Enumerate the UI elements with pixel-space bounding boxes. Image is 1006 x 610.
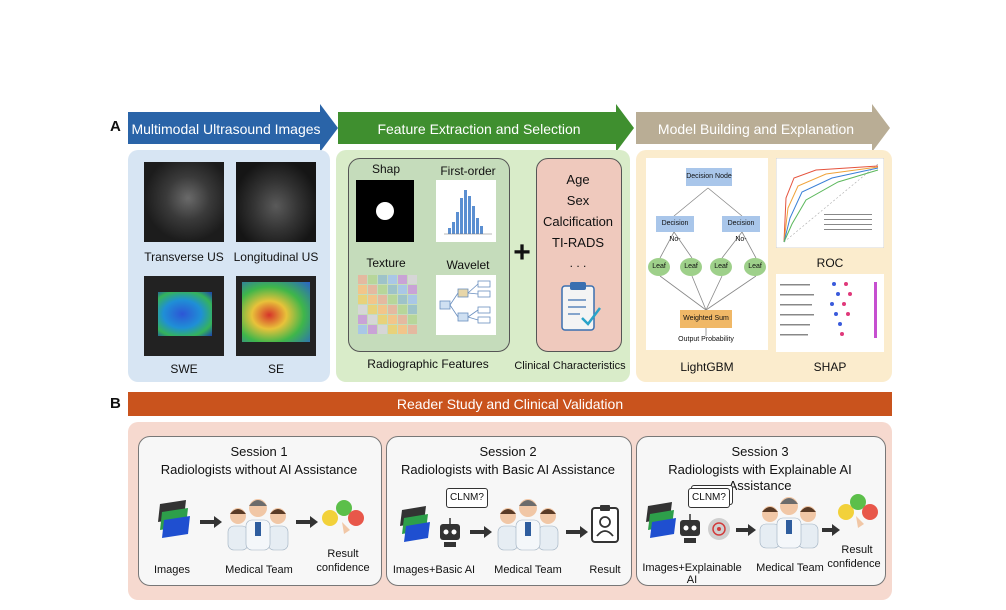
- session-3-bubble: CLNM?: [688, 488, 730, 508]
- decision-node: Decision Node: [686, 168, 732, 186]
- arrow-icon: [470, 526, 492, 538]
- roc-plot: [776, 158, 884, 248]
- image-stack-icon: [400, 506, 430, 542]
- step1-title: Multimodal Ultrasound Images: [131, 121, 321, 137]
- plus-sign: +: [513, 236, 531, 269]
- leaf-4: Leaf: [744, 258, 766, 276]
- transverse-us-image: [144, 162, 224, 242]
- us-label-transverse: Transverse US: [144, 250, 224, 264]
- session-2-bubble: CLNM?: [446, 488, 488, 508]
- decision-left: Decision No-: [656, 216, 694, 243]
- texture-label: Texture: [366, 256, 406, 270]
- output-probability: Output Probability: [678, 336, 734, 343]
- session-2-title: Session 2: [479, 444, 537, 459]
- session-3-result-2: confidence: [827, 558, 881, 570]
- step1-arrow: [128, 104, 338, 152]
- session-1-team: Medical Team: [225, 564, 293, 576]
- session-3-title: Session 3: [731, 444, 789, 459]
- shap-plot: [776, 274, 884, 352]
- session-3-input: Images+Explainable AI: [642, 562, 742, 586]
- leaf-1: Leaf: [648, 258, 670, 276]
- us-label-se: SE: [267, 362, 284, 376]
- arrow-icon: [736, 524, 756, 536]
- brain-target-icon: [708, 518, 730, 540]
- arrow-banners: [128, 104, 890, 152]
- roc-caption: ROC: [816, 256, 844, 270]
- shap-label: Shap: [371, 162, 401, 176]
- medical-team-icon: [497, 499, 559, 551]
- arrow-icon: [822, 524, 840, 536]
- confidence-faces-icon: [322, 500, 364, 534]
- histogram-chart: [436, 180, 496, 242]
- weighted-sum-node: Weighted Sum: [680, 310, 732, 328]
- clinical-item-ellipsis: . . .: [569, 256, 587, 270]
- clipboard-icon: [561, 282, 601, 331]
- session-1-result: Result: [327, 548, 359, 560]
- arrow-icon: [200, 516, 222, 528]
- decision-right: Decision No-: [722, 216, 760, 243]
- leaf-3: Leaf: [710, 258, 732, 276]
- session-1-subtitle: Radiologists without AI Assistance: [160, 462, 358, 477]
- us-label-longitudinal: Longitudinal US: [233, 250, 319, 264]
- clinical-item-calcification: Calcification: [542, 214, 614, 229]
- robot-icon: [440, 518, 460, 547]
- image-stack-icon: [646, 502, 676, 538]
- swe-image: [144, 276, 224, 356]
- wavelet-label: Wavelet: [446, 258, 490, 272]
- session-3-team: Medical Team: [756, 562, 824, 574]
- first-order-label: First-order: [440, 164, 496, 178]
- session-3-subtitle: Radiologists with Explainable AI Assista…: [668, 462, 852, 493]
- session-1-input: Images: [153, 564, 191, 576]
- step2-arrow: [338, 104, 634, 152]
- shape-mask-image: [356, 180, 414, 242]
- confidence-faces-icon: [838, 494, 878, 528]
- session-1-result-2: confidence: [316, 562, 370, 574]
- lightgbm-edges: [659, 187, 757, 336]
- longitudinal-us-image: [236, 162, 316, 242]
- section-a-letter: A: [110, 118, 121, 135]
- section-b-banner: [128, 392, 892, 416]
- step3-title: Model Building and Explanation: [657, 121, 855, 137]
- radiographic-caption: Radiographic Features: [367, 357, 489, 371]
- leaf-2: Leaf: [680, 258, 702, 276]
- arrow-icon: [296, 516, 318, 528]
- id-card-icon: [591, 505, 619, 543]
- robot-icon: [680, 514, 700, 543]
- clinical-item-tirads: TI-RADS: [552, 235, 604, 250]
- shap-caption: SHAP: [813, 360, 847, 374]
- session-3-result: Result: [841, 544, 873, 556]
- session-2-team: Medical Team: [494, 564, 562, 576]
- clinical-item-sex: Sex: [566, 193, 590, 208]
- arrow-icon: [566, 526, 588, 538]
- lightgbm-caption: LightGBM: [680, 360, 734, 374]
- medical-team-icon: [227, 499, 289, 551]
- se-image: [236, 276, 316, 356]
- wavelet-diagram: [436, 275, 496, 335]
- clinical-caption: Clinical Characteristics: [514, 360, 626, 372]
- session-2-result: Result: [589, 564, 621, 576]
- step3-arrow: [636, 104, 890, 152]
- session-1-title: Session 1: [230, 444, 288, 459]
- medical-team-icon: [759, 497, 819, 549]
- clinical-item-age: Age: [566, 172, 590, 187]
- section-b-letter: B: [110, 395, 121, 412]
- step2-title: Feature Extraction and Selection: [377, 121, 581, 137]
- texture-grid: [358, 275, 417, 334]
- session-2-input: Images+Basic AI: [392, 564, 476, 576]
- us-label-swe: SWE: [170, 362, 198, 376]
- image-stack-icon: [158, 500, 190, 538]
- session-2-subtitle: Radiologists with Basic AI Assistance: [401, 462, 615, 477]
- section-b-title: Reader Study and Clinical Validation: [396, 396, 624, 412]
